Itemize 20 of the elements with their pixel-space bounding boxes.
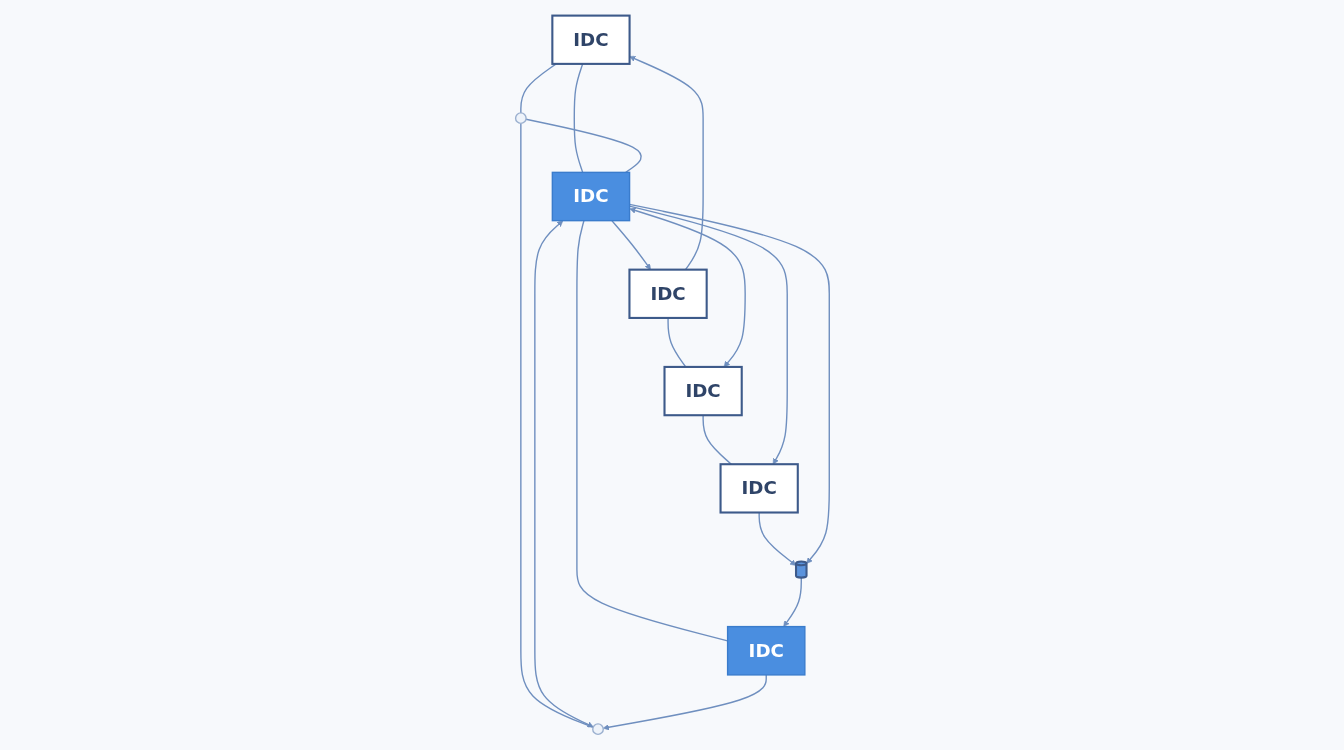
connector [524, 118, 642, 174]
arrow [610, 219, 651, 270]
arrow [628, 205, 788, 465]
arrow [602, 674, 767, 731]
connector [573, 63, 583, 174]
node-person [591, 723, 604, 736]
node-box: IDC [550, 14, 631, 65]
node-box: IDC [719, 463, 799, 514]
connector [519, 122, 594, 728]
arrow [628, 203, 830, 564]
node-picture [794, 560, 808, 579]
arrow [782, 576, 802, 627]
connector [575, 219, 728, 642]
node-box: IDC [726, 625, 806, 676]
node-box: IDC [663, 365, 743, 417]
node-box: IDC [627, 268, 708, 319]
arrow [533, 220, 594, 728]
node-person [514, 112, 527, 125]
node-box: IDC [551, 171, 630, 222]
connector [519, 63, 557, 114]
